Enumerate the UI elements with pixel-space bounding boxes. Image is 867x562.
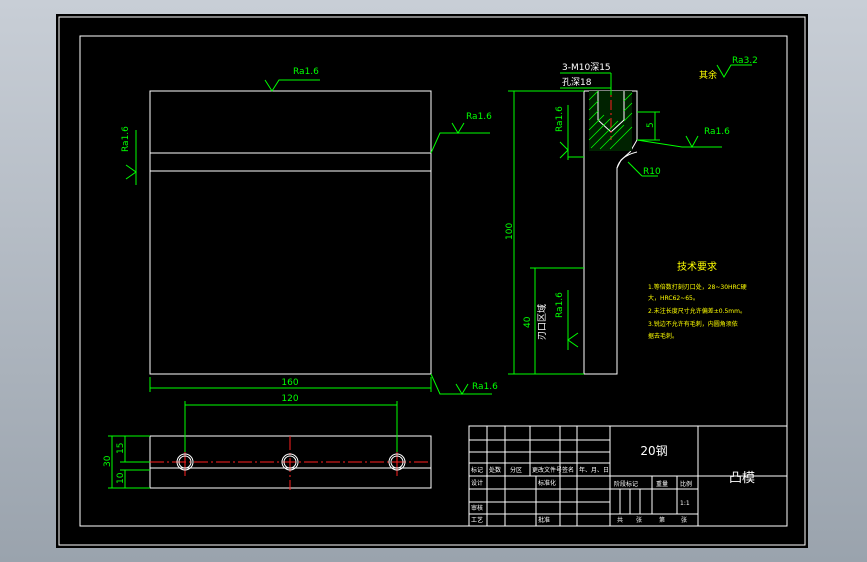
- side-view: 3-M10深15 孔深18 其余 Ra3.2 Ra1.6 Ra1.6 5 R10…: [505, 56, 758, 375]
- header-cell: 处数: [489, 466, 501, 474]
- bottom-view: 120 30 15 10: [103, 394, 432, 490]
- section-hatch: [588, 90, 633, 150]
- front-view-outline: [149, 90, 432, 375]
- review-label: 审核: [471, 504, 483, 512]
- material-label: 20钢: [640, 444, 667, 458]
- mounting-hole-inner: [178, 455, 192, 469]
- sheet-label: 共: [617, 516, 623, 524]
- mounting-hole: [176, 453, 194, 471]
- radius-label: R10: [643, 167, 661, 177]
- mounting-hole-inner: [283, 455, 297, 469]
- front-view: Ra1.6 Ra1.6 Ra1.6 Ra1.6 160: [121, 67, 498, 395]
- title-block: 20钢 凸模 标记 处数 分区 更改文件号 签名 年、月、日 设计 标准化 审核…: [468, 425, 788, 527]
- header-cell: 分区: [510, 466, 522, 474]
- drawing-frame: [79, 35, 788, 527]
- roughness-rest-label: 其余: [699, 69, 717, 81]
- roughness-leader: [430, 132, 490, 154]
- roughness-leader: [430, 373, 492, 395]
- tech-requirement-line: 3.锐边不允许有毛刺，内圆角须依: [648, 320, 738, 328]
- dimension-label: 40: [523, 316, 533, 328]
- header-cell: 更改文件号: [532, 466, 562, 474]
- roughness-symbol: [451, 122, 465, 134]
- dimension-label: 160: [281, 378, 298, 388]
- header-cell: 签名: [562, 466, 574, 474]
- sheet-label: 张: [681, 516, 687, 524]
- roughness-symbol: [559, 141, 569, 159]
- roughness-label: Ra1.6: [555, 106, 565, 132]
- roughness-symbol: [685, 135, 699, 149]
- mounting-hole: [281, 453, 299, 471]
- dimension-label: 10: [116, 472, 126, 484]
- dimension-label: 100: [505, 223, 515, 240]
- leader-line: [627, 161, 643, 177]
- thread-note: 3-M10深15: [562, 62, 611, 73]
- dimension-label: 15: [116, 443, 126, 454]
- dimension-label: 5: [646, 122, 656, 128]
- tech-requirement-line: 2.未注长度尺寸允许偏差±0.5mm。: [648, 307, 746, 315]
- scale-value: 1:1: [680, 500, 690, 507]
- roughness-label: Ra1.6: [293, 67, 319, 77]
- hole-depth-note: 孔深18: [562, 77, 592, 88]
- roughness-label: Ra1.6: [704, 127, 730, 137]
- tech-requirements: 技术要求 1.等倍数打刻刃口处，28~30HRC硬 大，HRC62~65。 2.…: [648, 260, 747, 340]
- standardize-label: 标准化: [538, 479, 556, 487]
- sheet-border: [58, 16, 806, 546]
- roughness-symbol: [125, 164, 137, 180]
- part-name-label: 凸模: [729, 471, 755, 486]
- designer-label: 设计: [471, 479, 483, 487]
- fillet-r10: [616, 151, 638, 169]
- dimension-label: 120: [281, 394, 298, 404]
- weight-label: 重量: [656, 480, 668, 488]
- tech-requirement-line: 据去毛刺。: [648, 332, 678, 340]
- roughness-label: Ra3.2: [732, 56, 758, 66]
- roughness-label: Ra1.6: [466, 112, 492, 122]
- roughness-symbol: [716, 64, 752, 78]
- stage-label: 阶段标记: [614, 480, 638, 488]
- scale-label: 比例: [680, 480, 692, 488]
- roughness-label: Ra1.6: [472, 382, 498, 392]
- roughness-label: Ra1.6: [555, 292, 565, 318]
- roughness-leader: [636, 139, 722, 148]
- tech-requirement-line: 1.等倍数打刻刃口处，28~30HRC硬: [648, 283, 747, 291]
- roughness-symbol: [264, 79, 320, 92]
- roughness-symbol: [567, 332, 579, 348]
- mounting-hole: [388, 453, 406, 471]
- edge-region-label: 刃口区域: [536, 304, 548, 340]
- tech-requirements-heading: 技术要求: [677, 260, 717, 273]
- header-cell: 标记: [471, 466, 483, 474]
- header-cell: 年、月、日: [579, 466, 609, 474]
- dimension-label: 30: [103, 455, 113, 467]
- roughness-label: Ra1.6: [121, 126, 131, 152]
- sheet-label: 第: [659, 516, 665, 524]
- mounting-hole-inner: [390, 455, 404, 469]
- approve-label: 批准: [538, 516, 550, 524]
- drawing-background: [56, 14, 808, 548]
- sheet-label: 张: [636, 516, 642, 524]
- tech-requirement-line: 大，HRC62~65。: [648, 294, 699, 302]
- roughness-symbol: [455, 383, 469, 395]
- process-label: 工艺: [471, 516, 483, 524]
